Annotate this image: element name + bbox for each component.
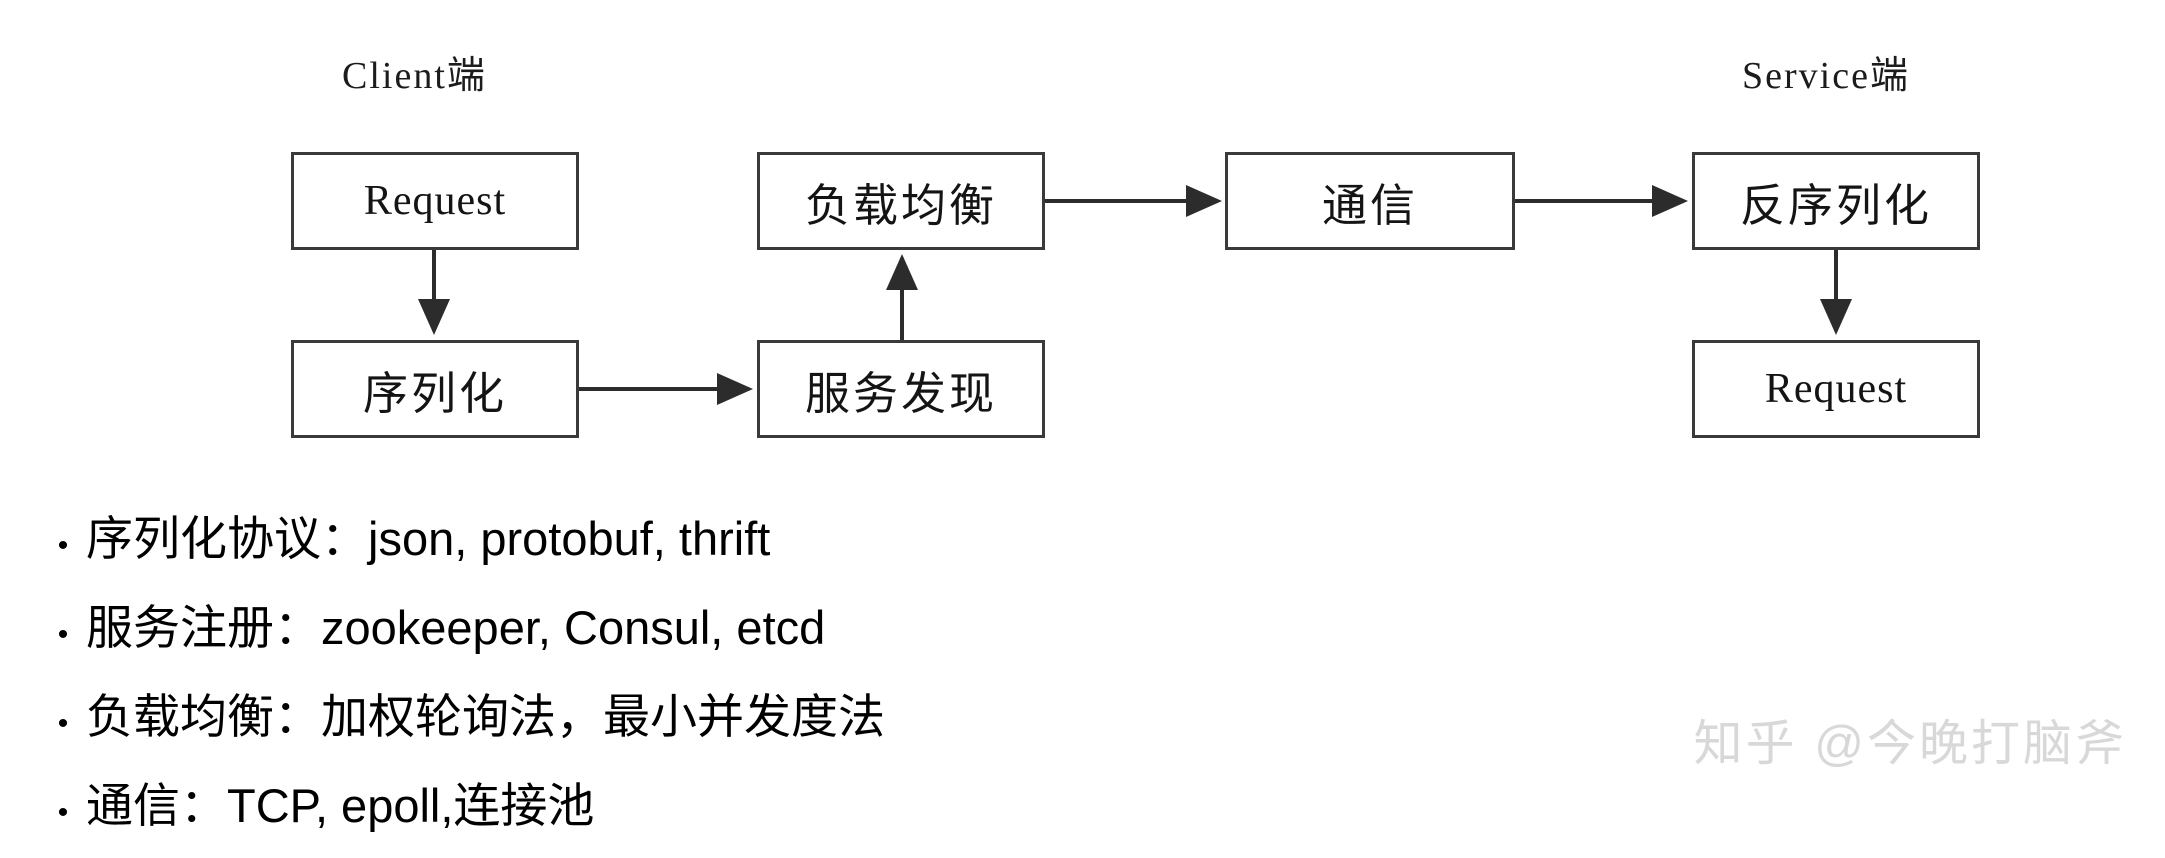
- node-deserialize[interactable]: 反序列化: [1692, 152, 1980, 250]
- bullet-text: 通信：TCP, epoll,连接池: [86, 779, 595, 832]
- node-communication[interactable]: 通信: [1225, 152, 1515, 250]
- bullet-marker-icon: •: [57, 796, 69, 829]
- section-label-service: Service端: [1742, 55, 1910, 97]
- bullet-marker-icon: •: [57, 529, 69, 562]
- list-item: • 负载均衡：加权轮询法，最小并发度法: [40, 678, 1540, 767]
- list-item: • 序列化协议：json, protobuf, thrift: [40, 500, 1540, 589]
- bullet-text: 负载均衡：加权轮询法，最小并发度法: [86, 690, 885, 743]
- bullet-marker-icon: •: [57, 707, 69, 740]
- list-item: • 通信：TCP, epoll,连接池: [40, 767, 1540, 856]
- bullet-marker-icon: •: [57, 618, 69, 651]
- bullet-list: • 序列化协议：json, protobuf, thrift • 服务注册：zo…: [40, 500, 1540, 856]
- bullet-text: 服务注册：zookeeper, Consul, etcd: [86, 601, 826, 654]
- section-label-client: Client端: [342, 55, 487, 97]
- list-item: • 服务注册：zookeeper, Consul, etcd: [40, 589, 1540, 678]
- node-client-request[interactable]: Request: [291, 152, 579, 250]
- node-load-balance[interactable]: 负载均衡: [757, 152, 1045, 250]
- diagram-connectors: [418, 185, 1852, 405]
- node-serialize[interactable]: 序列化: [291, 340, 579, 438]
- node-service-request[interactable]: Request: [1692, 340, 1980, 438]
- bullet-text: 序列化协议：json, protobuf, thrift: [86, 512, 771, 565]
- watermark: 知乎 @今晚打脑斧: [1693, 717, 2127, 771]
- node-service-discovery[interactable]: 服务发现: [757, 340, 1045, 438]
